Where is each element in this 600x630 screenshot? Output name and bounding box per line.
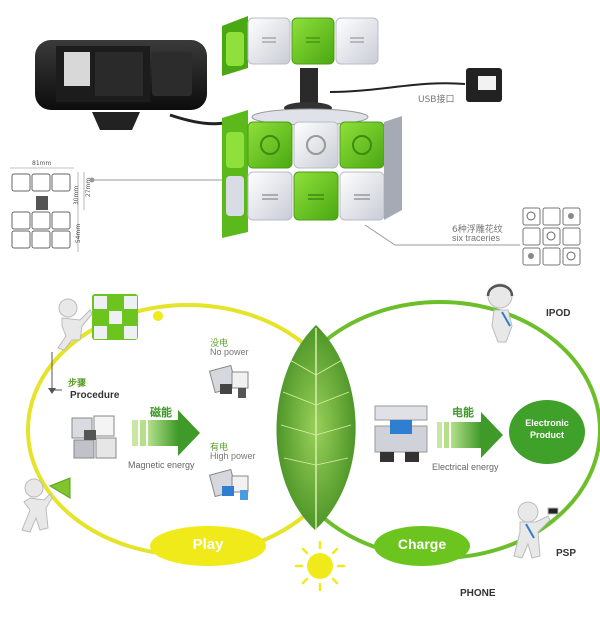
- charge-label: Charge: [397, 536, 447, 552]
- leaf-icon: [276, 325, 356, 530]
- electrical-arrow-icon: [437, 412, 503, 458]
- usb-plug-icon: [466, 68, 502, 102]
- no-power-en-label: No power: [210, 347, 249, 357]
- dimension-h3: 54mm: [75, 223, 83, 244]
- charging-unit-icon: [374, 405, 428, 462]
- procedure-cn-label: 步骤: [68, 379, 87, 389]
- usb-label: USB接口: [418, 95, 455, 105]
- psp-label: PSP: [556, 548, 577, 559]
- electronic-product-node: [509, 400, 585, 464]
- magnetic-arrow-icon: [132, 410, 200, 456]
- cube-pushed-icon: [92, 294, 138, 340]
- phone-label: PHONE: [460, 588, 496, 599]
- cube-top-layer: [222, 16, 379, 76]
- dimension-diagram: [10, 167, 85, 252]
- dimension-width: 81mm: [32, 160, 52, 167]
- tracery-label-en: six traceries: [452, 233, 501, 243]
- dimension-h1: 30mm: [73, 185, 81, 206]
- high-power-cn-label: 有电: [210, 443, 229, 453]
- electric-en-label: Electrical energy: [432, 462, 499, 472]
- procedure-en-label: Procedure: [70, 390, 120, 401]
- ipod-label: IPOD: [546, 308, 571, 319]
- product-illustration: USB接口 81mm 30mm 27mm 54mm 6种浮雕花纹 six tra…: [0, 0, 600, 280]
- figure-headphones-icon: [486, 283, 514, 343]
- play-pill: [150, 526, 266, 566]
- figure-pushing-icon: [57, 298, 93, 351]
- no-power-cn-label: 没电: [210, 339, 229, 349]
- charge-pill: [374, 526, 470, 566]
- magnetic-cn-label: 磁能: [150, 406, 172, 419]
- high-power-en-label: High power: [210, 451, 256, 461]
- cube-body: [222, 108, 402, 238]
- phone-on-stand: [35, 40, 207, 130]
- dimension-h2: 27mm: [85, 177, 93, 198]
- energy-cycle-diagram: 步骤 Procedure 磁能 Magnetic energy 没电 No po…: [0, 280, 600, 625]
- electric-cn-label: 电能: [452, 406, 474, 419]
- traceries-grid: [522, 207, 581, 266]
- play-label: Play: [192, 536, 224, 553]
- magnetic-en-label: Magnetic energy: [128, 460, 195, 470]
- figure-megaphone-icon: [21, 477, 71, 533]
- electronic-product-label: Electronic Product: [525, 418, 569, 440]
- tracery-label-cn: 6种浮雕花纹: [452, 225, 503, 235]
- high-power-gadget-icon: [208, 468, 249, 500]
- figure-phone-icon: [513, 501, 559, 559]
- no-power-gadget-icon: [208, 364, 249, 398]
- exploded-cube-icon: [71, 415, 117, 459]
- sun-icon: [294, 540, 346, 592]
